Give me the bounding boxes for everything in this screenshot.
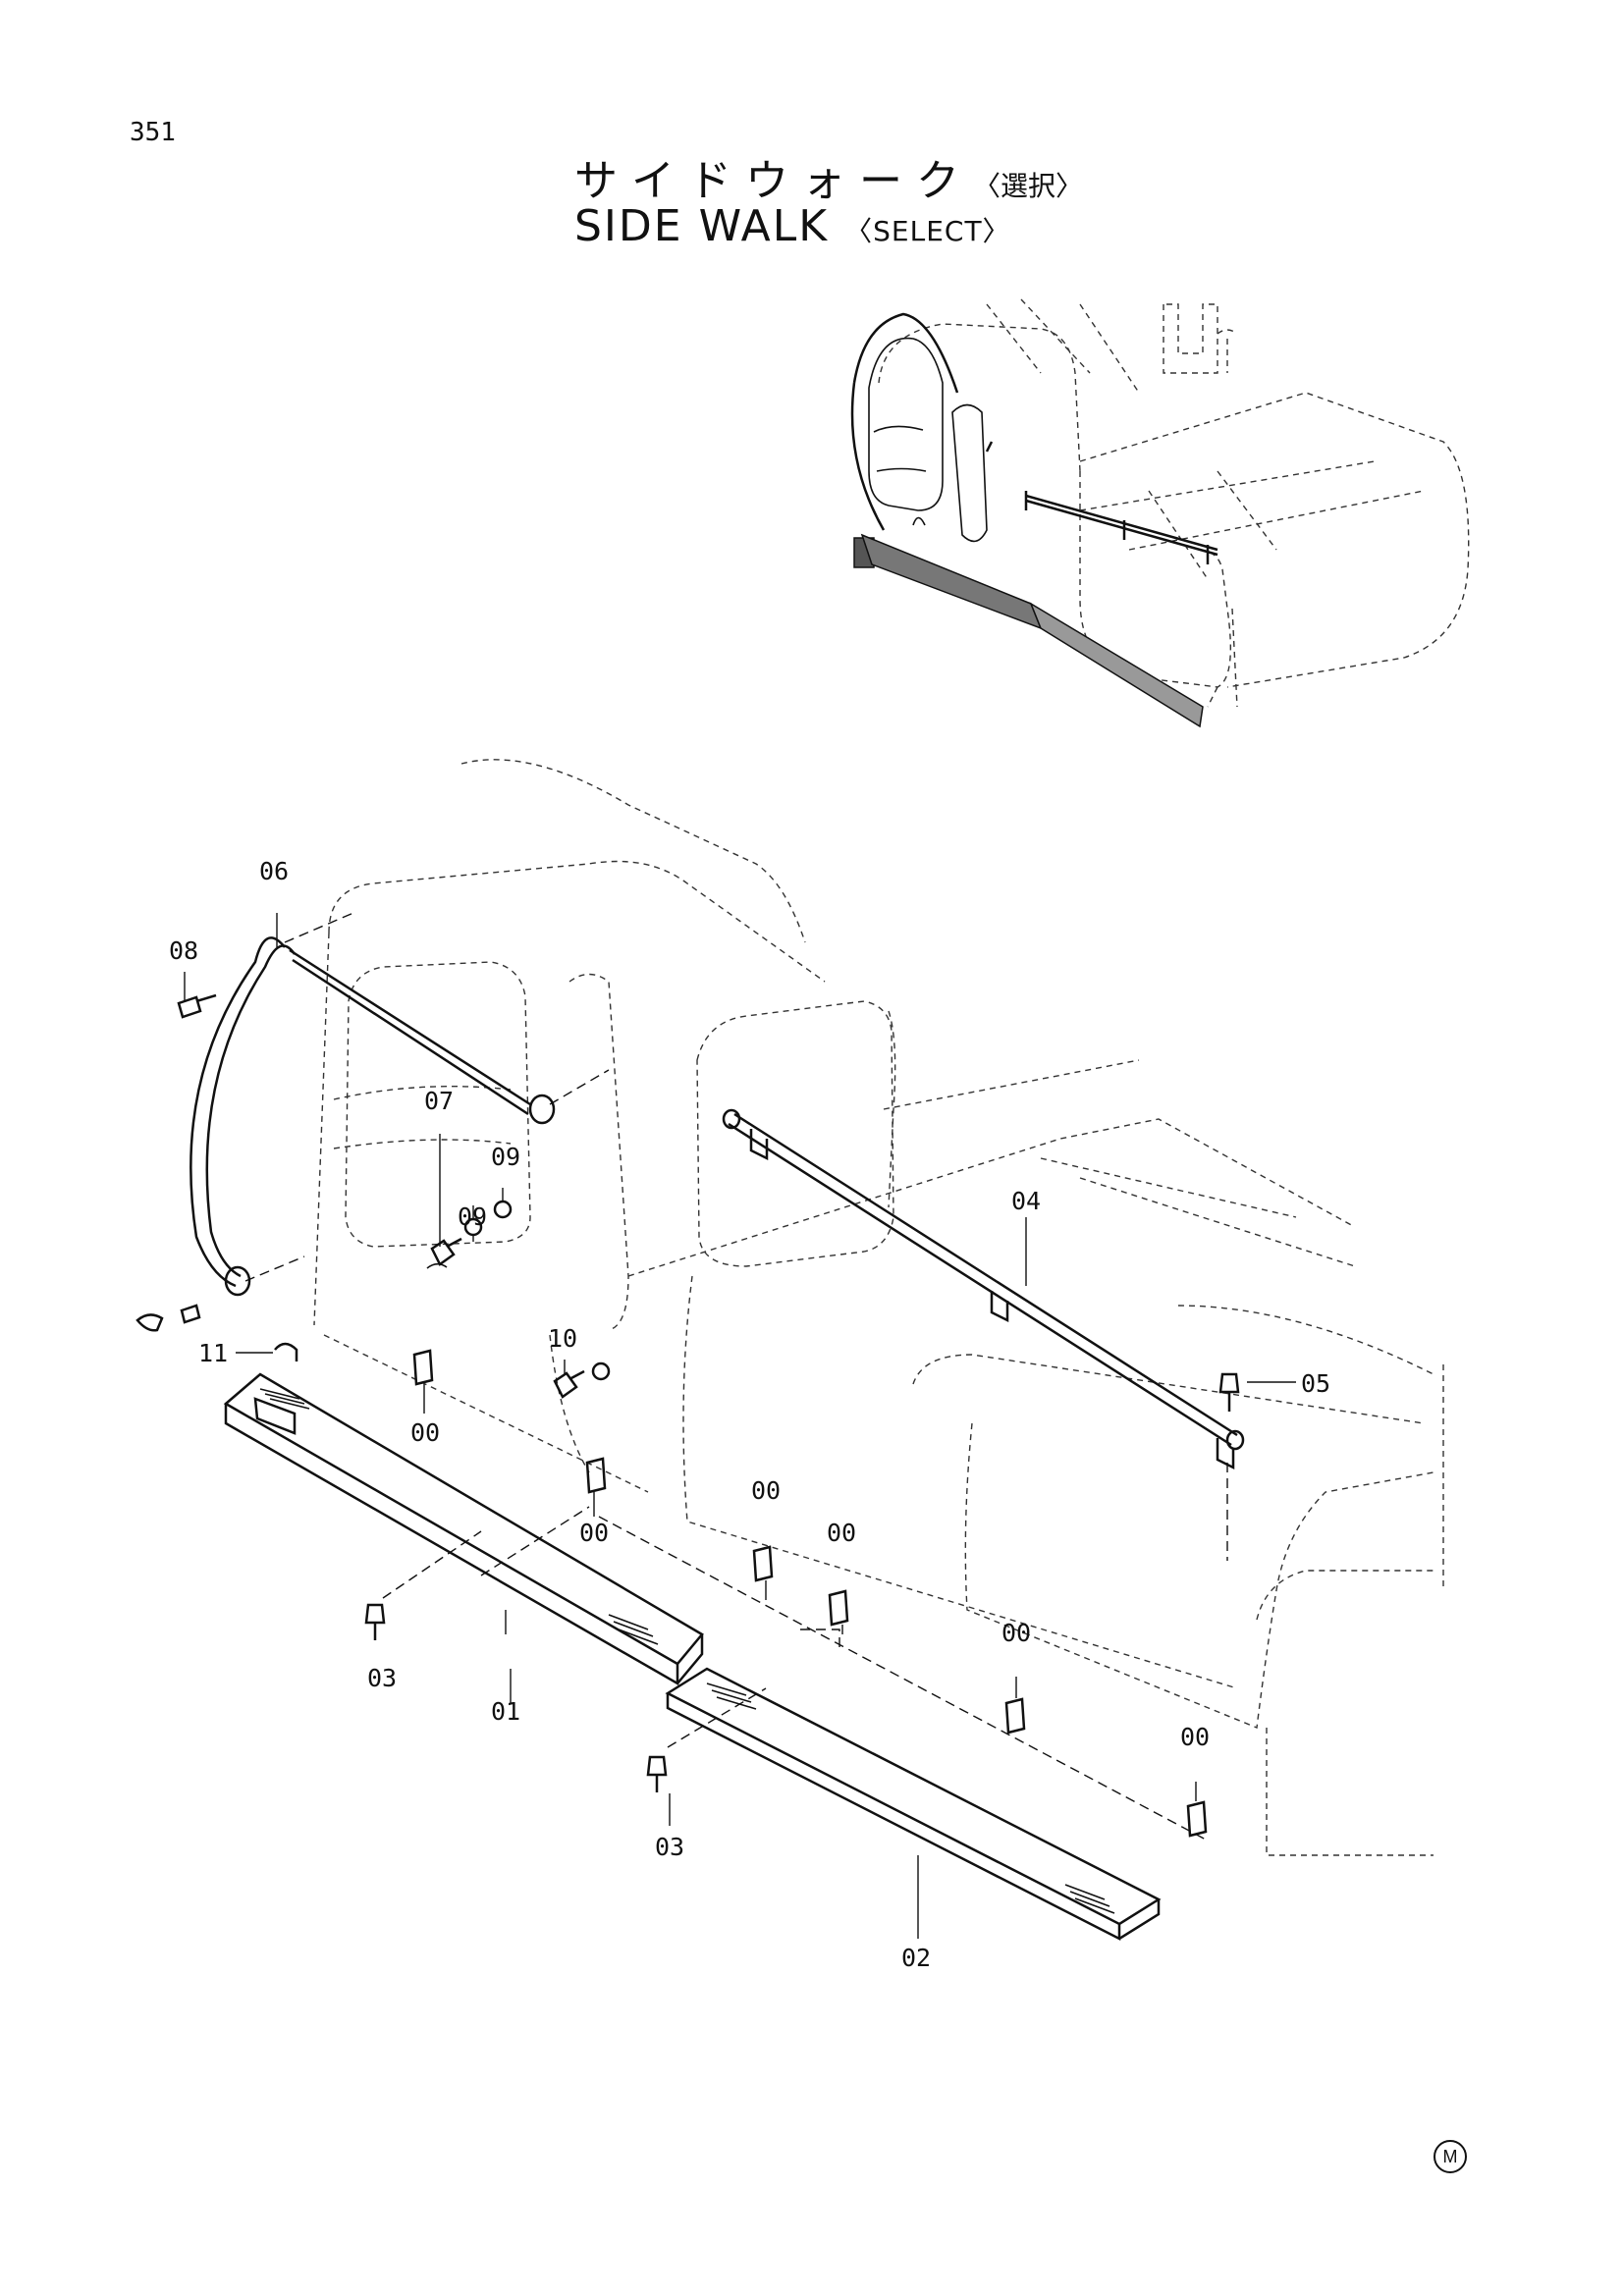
callout-08: 08 <box>169 936 198 965</box>
callout-09-left: 09 <box>458 1202 487 1231</box>
callout-01: 01 <box>491 1697 520 1726</box>
callout-07: 07 <box>424 1087 454 1115</box>
callout-04: 04 <box>1011 1187 1041 1215</box>
clamp-bolt <box>180 1304 201 1324</box>
machine-cab-ghost <box>313 759 1444 1856</box>
walkway-plate-02 <box>665 1667 1162 1942</box>
pin-10 <box>553 1369 585 1399</box>
u-bolt-11 <box>274 1342 298 1362</box>
spacers-00 <box>412 1349 1209 1842</box>
rail-end-ring <box>528 1094 556 1125</box>
callout-00-e: 00 <box>1001 1619 1031 1647</box>
callout-10: 10 <box>548 1324 577 1353</box>
walkway-plate-01 <box>223 1372 704 1686</box>
fixing-hole <box>426 1262 448 1269</box>
washer-09b <box>493 1200 513 1219</box>
callout-03-left: 03 <box>367 1664 397 1692</box>
title-japanese: サイドウォーク〈選択〉 <box>574 145 1083 208</box>
inset-walkway-1 <box>860 533 1043 630</box>
washer-10 <box>591 1362 611 1381</box>
callout-00-b: 00 <box>579 1519 609 1547</box>
page-number: 351 <box>130 118 176 147</box>
title-jp-text: サイドウォーク <box>574 156 973 206</box>
machine-overview-inset <box>850 298 1470 728</box>
callout-leaders <box>184 913 1296 1939</box>
pin-07 <box>430 1237 462 1266</box>
inset-walkway-2 <box>1029 602 1204 728</box>
bolt-05 <box>1218 1372 1240 1412</box>
callout-05: 05 <box>1301 1369 1330 1398</box>
title-jp-select: 〈選択〉 <box>973 170 1084 202</box>
title-en-select: 〈SELECT〉 <box>844 215 1011 247</box>
title-english: SIDE WALK 〈SELECT〉 <box>574 201 1011 251</box>
callout-00-a: 00 <box>410 1418 440 1447</box>
bracket-clip <box>135 1313 164 1332</box>
callout-03-right: 03 <box>655 1833 684 1861</box>
callout-06: 06 <box>259 857 289 885</box>
callout-00-c: 00 <box>751 1476 781 1505</box>
handrail-04 <box>722 1108 1245 1561</box>
callout-11: 11 <box>198 1339 228 1367</box>
bolt-03a <box>364 1603 386 1640</box>
callout-00-f: 00 <box>1180 1723 1210 1751</box>
callout-09-right: 09 <box>491 1143 520 1171</box>
callout-02: 02 <box>901 1944 931 1972</box>
rail-bottom-clamp <box>224 1265 251 1297</box>
title-en-text: SIDE WALK <box>574 201 830 251</box>
m-mark-symbol: M <box>1434 2140 1467 2173</box>
handrail-06 <box>189 912 610 1297</box>
bolt-08 <box>177 993 217 1019</box>
callout-00-d: 00 <box>827 1519 856 1547</box>
bolt-03b <box>646 1755 668 1792</box>
